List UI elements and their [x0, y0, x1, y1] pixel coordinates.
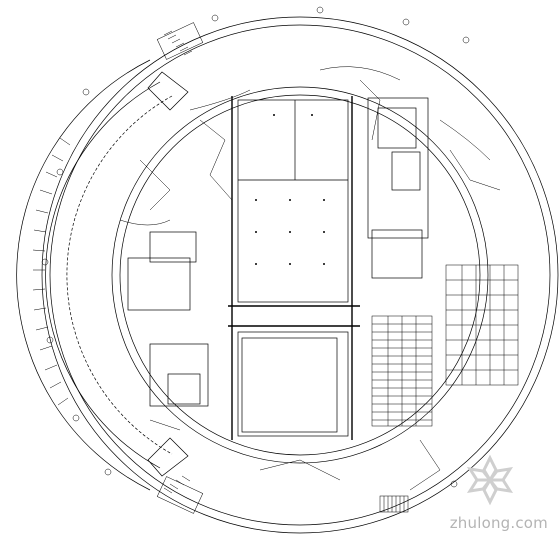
- outer-ring-inner: [49, 24, 551, 526]
- bottom-stair-block: [156, 475, 409, 514]
- axis-markers: [41, 6, 470, 488]
- main-hall-south: [237, 331, 349, 437]
- fixture-dots: [255, 114, 325, 265]
- seating-ticks: [32, 137, 71, 406]
- left-room-small: [167, 373, 201, 405]
- main-hall-north: [237, 99, 349, 303]
- right-room-c: [391, 151, 421, 191]
- inner-ring: [119, 94, 481, 456]
- audience-rows: [371, 315, 433, 427]
- main-hall-south-inner: [241, 337, 338, 433]
- snowflake-flower-icon: [466, 454, 514, 506]
- left-room-upper: [127, 257, 191, 311]
- top-stair-block: [156, 22, 204, 60]
- right-service-block: [367, 97, 429, 239]
- column-grid: [228, 96, 360, 440]
- right-room-b: [377, 107, 417, 149]
- left-seating-inner: [66, 95, 173, 455]
- left-seating-band: [16, 59, 161, 491]
- upper-wedge-wall: [147, 71, 189, 111]
- corridor-ring: [111, 86, 489, 464]
- lower-wedge-wall: [147, 437, 189, 477]
- main-hall-north-divider: [238, 100, 348, 181]
- outer-ring: [41, 16, 559, 534]
- watermark-text: zhulong.com: [449, 514, 548, 532]
- left-room-lower: [149, 343, 209, 407]
- cable-routes: [119, 66, 501, 491]
- right-room-a: [371, 229, 423, 279]
- left-room-mid: [149, 231, 197, 263]
- right-shelf-area: [445, 264, 519, 386]
